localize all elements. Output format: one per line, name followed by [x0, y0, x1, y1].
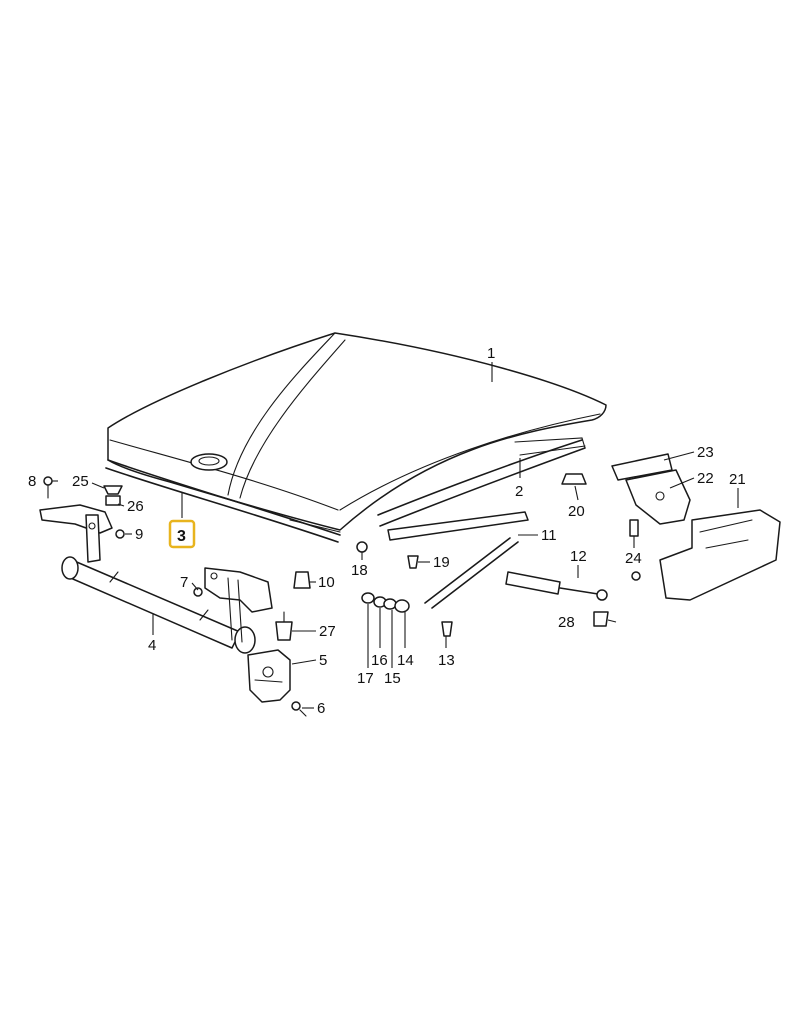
- part-label-4[interactable]: 4: [148, 637, 156, 654]
- part-label-2[interactable]: 2: [515, 483, 523, 500]
- part-label-23[interactable]: 23: [697, 444, 714, 461]
- part-label-26[interactable]: 26: [127, 498, 144, 515]
- part-label-24[interactable]: 24: [625, 550, 642, 567]
- part-label-13[interactable]: 13: [438, 652, 455, 669]
- part-label-19[interactable]: 19: [433, 554, 450, 571]
- part-label-25[interactable]: 25: [72, 473, 89, 490]
- gas-strut[interactable]: [505, 571, 608, 601]
- hood-panel[interactable]: [107, 332, 607, 531]
- clip-27[interactable]: [275, 611, 293, 641]
- nut-18[interactable]: [356, 541, 368, 553]
- hinge-22[interactable]: [625, 469, 691, 525]
- hood-insulation-frame[interactable]: [377, 437, 586, 527]
- clip-19[interactable]: [407, 555, 419, 569]
- washer-17[interactable]: [361, 592, 375, 604]
- left-hinge-bracket[interactable]: [39, 504, 113, 563]
- part-label-18[interactable]: 18: [351, 562, 368, 579]
- part-label-27[interactable]: 27: [319, 623, 336, 640]
- clip-13[interactable]: [441, 621, 453, 637]
- part-label-20[interactable]: 20: [568, 503, 585, 520]
- hood-seal-strip[interactable]: [105, 459, 341, 543]
- part-label-1[interactable]: 1: [487, 345, 495, 362]
- part-label-11[interactable]: 11: [541, 527, 557, 544]
- hood-hinge-tube[interactable]: [61, 556, 256, 654]
- right-hinge-bracket[interactable]: [204, 567, 273, 643]
- part-label-6[interactable]: 6: [317, 700, 325, 717]
- part-label-9[interactable]: 9: [135, 526, 143, 543]
- part-label-14[interactable]: 14: [397, 652, 414, 669]
- rubber-buffer-10[interactable]: [293, 571, 311, 589]
- hood-lock[interactable]: [247, 649, 291, 703]
- nut-20[interactable]: [561, 473, 587, 485]
- screw-7[interactable]: [193, 587, 203, 597]
- part-label-16[interactable]: 16: [371, 652, 388, 669]
- clip-28[interactable]: [593, 611, 609, 627]
- screw-6[interactable]: [291, 701, 307, 717]
- hinge-plate-23[interactable]: [611, 453, 673, 481]
- part-label-5[interactable]: 5: [319, 652, 327, 669]
- part-label-22[interactable]: 22: [697, 470, 714, 487]
- bolt-24[interactable]: [629, 519, 641, 581]
- leader-lines: [52, 362, 739, 709]
- part-label-10[interactable]: 10: [318, 574, 335, 591]
- hood-support-rod[interactable]: [387, 511, 529, 609]
- part-label-7[interactable]: 7: [180, 574, 188, 591]
- nut-14[interactable]: [394, 599, 410, 613]
- hinge-bracket-21[interactable]: [659, 509, 781, 601]
- part-label-15[interactable]: 15: [384, 670, 401, 687]
- part-label-8[interactable]: 8: [28, 473, 36, 490]
- screw-8[interactable]: [43, 476, 53, 499]
- part-label-17[interactable]: 17: [357, 670, 374, 687]
- part-label-3[interactable]: 3: [177, 528, 186, 545]
- grommet-9[interactable]: [115, 529, 125, 539]
- part-label-21[interactable]: 21: [729, 471, 746, 488]
- selected-part-highlight: [168, 519, 196, 549]
- washer-15[interactable]: [383, 598, 397, 610]
- part-label-28[interactable]: 28: [558, 614, 575, 631]
- plug-25[interactable]: [103, 485, 123, 506]
- part-label-12[interactable]: 12: [570, 548, 587, 565]
